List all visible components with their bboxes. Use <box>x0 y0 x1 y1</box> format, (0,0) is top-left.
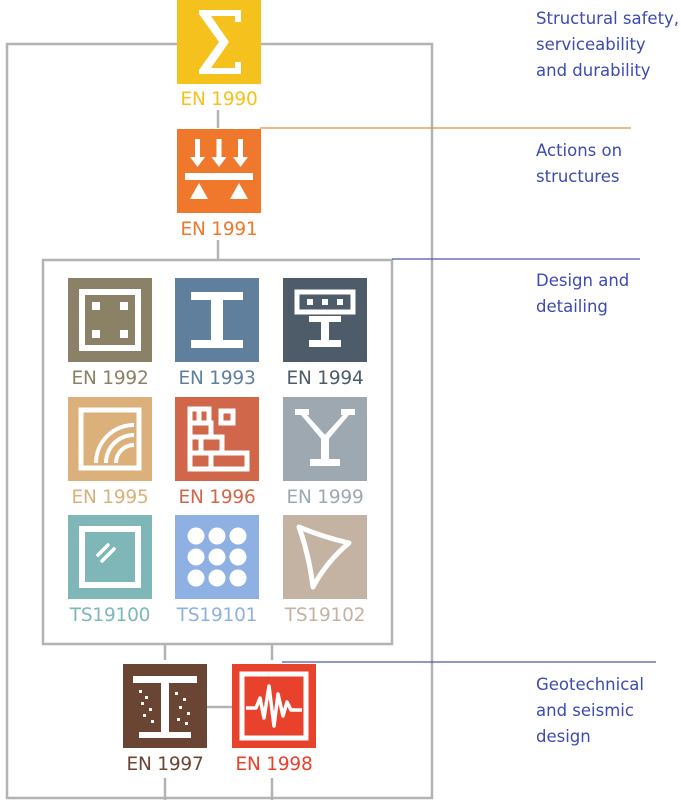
category-line: detailing <box>536 297 608 316</box>
aluminium-profile-icon <box>283 397 367 481</box>
tile-ts19100 <box>68 515 152 599</box>
category-line: design <box>536 727 591 746</box>
code-label: EN 1990 <box>180 89 258 110</box>
tile-bg <box>232 664 316 748</box>
tile-ts19102 <box>283 515 367 599</box>
membrane-icon <box>283 515 367 599</box>
tile-en1996 <box>175 397 259 481</box>
tile-en1995 <box>68 397 152 481</box>
foundation-soil-icon <box>123 664 207 748</box>
tile-en1999 <box>283 397 367 481</box>
category-line: serviceability <box>536 35 646 54</box>
code-label: TS19101 <box>176 605 258 626</box>
code-label: EN 1996 <box>178 487 256 508</box>
code-label: EN 1994 <box>286 368 364 389</box>
tile-en1991 <box>177 129 261 213</box>
code-label: EN 1995 <box>71 487 149 508</box>
category-actions: Actions on structures <box>536 138 622 190</box>
tile-en1990 <box>177 0 261 84</box>
loads-on-beam-icon <box>177 129 261 213</box>
category-line: and durability <box>536 61 651 80</box>
frp-dots-icon <box>175 515 259 599</box>
glass-pane-icon <box>68 515 152 599</box>
sigma-icon <box>177 0 261 84</box>
seismic-wave-icon <box>232 664 316 748</box>
category-structural-safety: Structural safety, serviceability and du… <box>536 6 679 84</box>
category-line: Actions on <box>536 141 623 160</box>
concrete-section-icon <box>68 278 152 362</box>
code-label: EN 1991 <box>180 219 258 240</box>
code-label: TS19102 <box>284 605 366 626</box>
tile-bg <box>283 515 367 599</box>
tile-en1997 <box>123 664 207 748</box>
tile-ts19101 <box>175 515 259 599</box>
category-geotechnical: Geotechnical and seismic design <box>536 672 644 750</box>
code-label: EN 1999 <box>286 487 364 508</box>
code-label: TS19100 <box>69 605 151 626</box>
masonry-bricks-icon <box>175 397 259 481</box>
category-line: Geotechnical <box>536 675 644 694</box>
i-beam-icon <box>175 278 259 362</box>
tile-en1994 <box>283 278 367 362</box>
tile-en1992 <box>68 278 152 362</box>
code-label: EN 1992 <box>71 368 149 389</box>
tile-en1998 <box>232 664 316 748</box>
timber-rings-icon <box>68 397 152 481</box>
code-label: EN 1997 <box>126 754 204 775</box>
category-line: structures <box>536 167 620 186</box>
category-line: and seismic <box>536 701 634 720</box>
category-design: Design and detailing <box>536 268 629 320</box>
category-line: Design and <box>536 271 630 290</box>
composite-beam-icon <box>283 278 367 362</box>
tile-en1993 <box>175 278 259 362</box>
code-label: EN 1998 <box>235 754 313 775</box>
category-line: Structural safety, <box>536 9 680 28</box>
code-label: EN 1993 <box>178 368 256 389</box>
